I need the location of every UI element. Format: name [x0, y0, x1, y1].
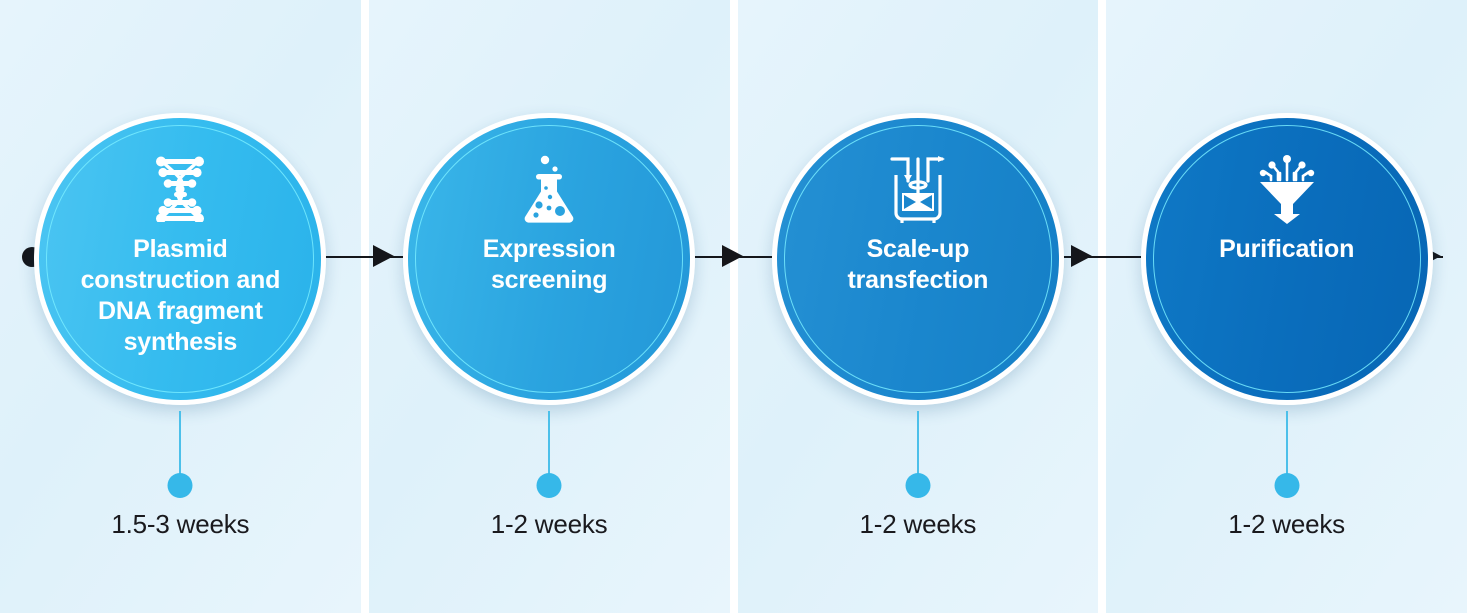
duration-label-4: 1-2 weeks [1228, 509, 1345, 539]
duration-label-1: 1.5-3 weeks [111, 509, 250, 539]
step-label-1: Plasmid construction and DNA fragment sy… [80, 235, 281, 356]
step-circle-wrap-4: Purification [1140, 113, 1433, 405]
arrow-icon-3 [1071, 245, 1092, 267]
step-scale-up-transfection[interactable]: Scale-up transfection 1-2 weeks [738, 0, 1099, 613]
step-circle-4[interactable]: Purification [1140, 113, 1433, 405]
step-expression-screening[interactable]: Expression screening 1-2 weeks [369, 0, 730, 613]
step-circle-2[interactable]: Expression screening [403, 113, 696, 405]
drop-line-3 [916, 411, 919, 477]
arrow-icon-1 [373, 245, 394, 267]
bioreactor-icon [882, 150, 954, 228]
step-purification[interactable]: Purification 1-2 weeks [1106, 0, 1467, 613]
funnel-purification-icon [1251, 150, 1323, 228]
drop-line-1 [179, 411, 182, 477]
arrow-icon-2 [722, 245, 743, 267]
duration-label-3: 1-2 weeks [859, 509, 977, 539]
step-circle-wrap-1: Plasmid construction and DNA fragment sy… [34, 113, 327, 405]
duration-dot-1 [167, 473, 193, 498]
duration-dot-2 [536, 473, 562, 498]
step-plasmid-construction[interactable]: Plasmid construction and DNA fragment sy… [0, 0, 361, 613]
duration-label-2: 1-2 weeks [490, 509, 608, 539]
drop-line-2 [548, 411, 551, 477]
step-label-4: Purification [1219, 235, 1355, 263]
step-circle-3[interactable]: Scale-up transfection [771, 113, 1064, 405]
duration-dot-4 [1274, 473, 1300, 498]
step-label-2: Expression screening [482, 235, 616, 294]
drop-line-4 [1285, 411, 1288, 477]
step-circle-1[interactable]: Plasmid construction and DNA fragment sy… [34, 113, 327, 405]
duration-dot-3 [905, 473, 931, 498]
step-circle-wrap-3: Scale-up transfection [771, 113, 1064, 405]
erlenmeyer-flask-icon [513, 150, 585, 228]
step-label-3: Scale-up transfection [847, 235, 989, 294]
step-circle-wrap-2: Expression screening [403, 113, 696, 405]
dna-helix-icon [144, 150, 216, 228]
